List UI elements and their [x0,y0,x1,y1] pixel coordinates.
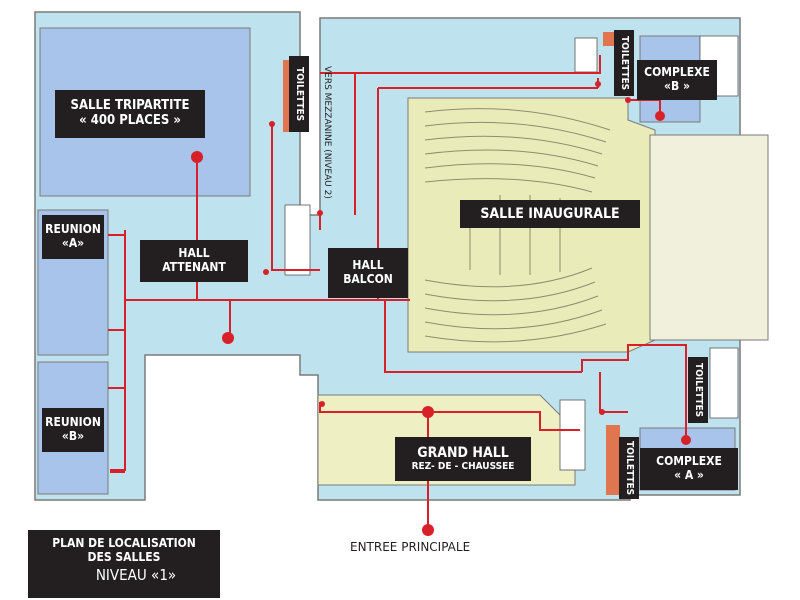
complexe-a-line1: COMPLEXE [656,454,722,469]
complexe-b-line2: «B » [664,79,690,93]
salle-tripartite-line2: « 400 PLACES » [79,113,181,128]
hall-attenant-line2: ATTENANT [162,260,226,274]
hall-attenant-line1: HALL [178,246,210,261]
hall-balcon-line2: BALCON [343,272,393,286]
label-reunion-b[interactable]: REUNION «B» [42,408,104,452]
dot-hall-attenant [222,332,234,344]
toilet-blocks [283,32,620,495]
label-toilettes-right-middle[interactable]: TOILETTES [688,357,708,423]
reunion-a-line1: REUNION [45,222,101,237]
label-toilettes-top-left[interactable]: TOILETTES [289,56,309,132]
complexe-a-line2: « A » [674,468,704,482]
mezzanine-note: VERS MEZZANINE (NIVEAU 2) [322,66,332,199]
reunion-b-line2: «B» [61,429,85,443]
dot-mezzanine [317,210,323,216]
reunion-a-line2: «A» [61,236,85,250]
dot-grand-hall-left [319,401,325,407]
dot-entree [422,524,434,536]
label-hall-attenant[interactable]: HALL ATTENANT [140,240,248,282]
legend-box: PLAN DE LOCALISATION DES SALLES NIVEAU «… [28,530,220,598]
legend-line1: PLAN DE LOCALISATION [52,536,196,550]
label-reunion-a[interactable]: REUNION «A» [42,215,104,259]
complexe-b-line1: COMPLEXE [644,65,710,80]
salle-inaugurale-line1: SALLE INAUGURALE [480,205,620,222]
dot-grand-hall [422,406,434,418]
reunion-b-line1: REUNION [45,415,101,430]
salle-tripartite-line1: SALLE TRIPARTITE [70,98,190,114]
legend-line3: NIVEAU «1» [95,565,177,584]
dot-salle-tripartite [191,151,203,163]
label-hall-balcon[interactable]: HALL BALCON [328,248,408,298]
dot-toilettes-bottom [599,409,605,415]
legend-line2: DES SALLES [87,550,161,565]
hall-balcon-line1: HALL [352,258,384,273]
label-salle-inaugurale[interactable]: SALLE INAUGURALE [460,200,640,228]
label-toilettes-top-right[interactable]: TOILETTES [614,30,634,96]
label-grand-hall[interactable]: GRAND HALL REZ- DE - CHAUSSEE [395,437,531,481]
grand-hall-line2: REZ- DE - CHAUSSEE [411,461,515,473]
label-toilettes-bottom[interactable]: TOILETTES [619,437,639,499]
dot-complexe-a [681,435,691,445]
label-salle-tripartite[interactable]: SALLE TRIPARTITE « 400 PLACES » [55,90,205,138]
dot-toilettes-top2 [625,97,631,103]
dot-complexe-b [655,111,665,121]
entrance-label: ENTREE PRINCIPALE [350,540,471,554]
label-complexe-b[interactable]: COMPLEXE «B » [637,60,717,100]
dot-balcon [263,269,269,275]
dot-toilettes-right [595,81,601,87]
route-dots [191,81,691,536]
grand-hall-line1: GRAND HALL [417,445,509,462]
dot-toilettes-top [269,121,275,127]
label-complexe-a[interactable]: COMPLEXE « A » [640,448,738,490]
